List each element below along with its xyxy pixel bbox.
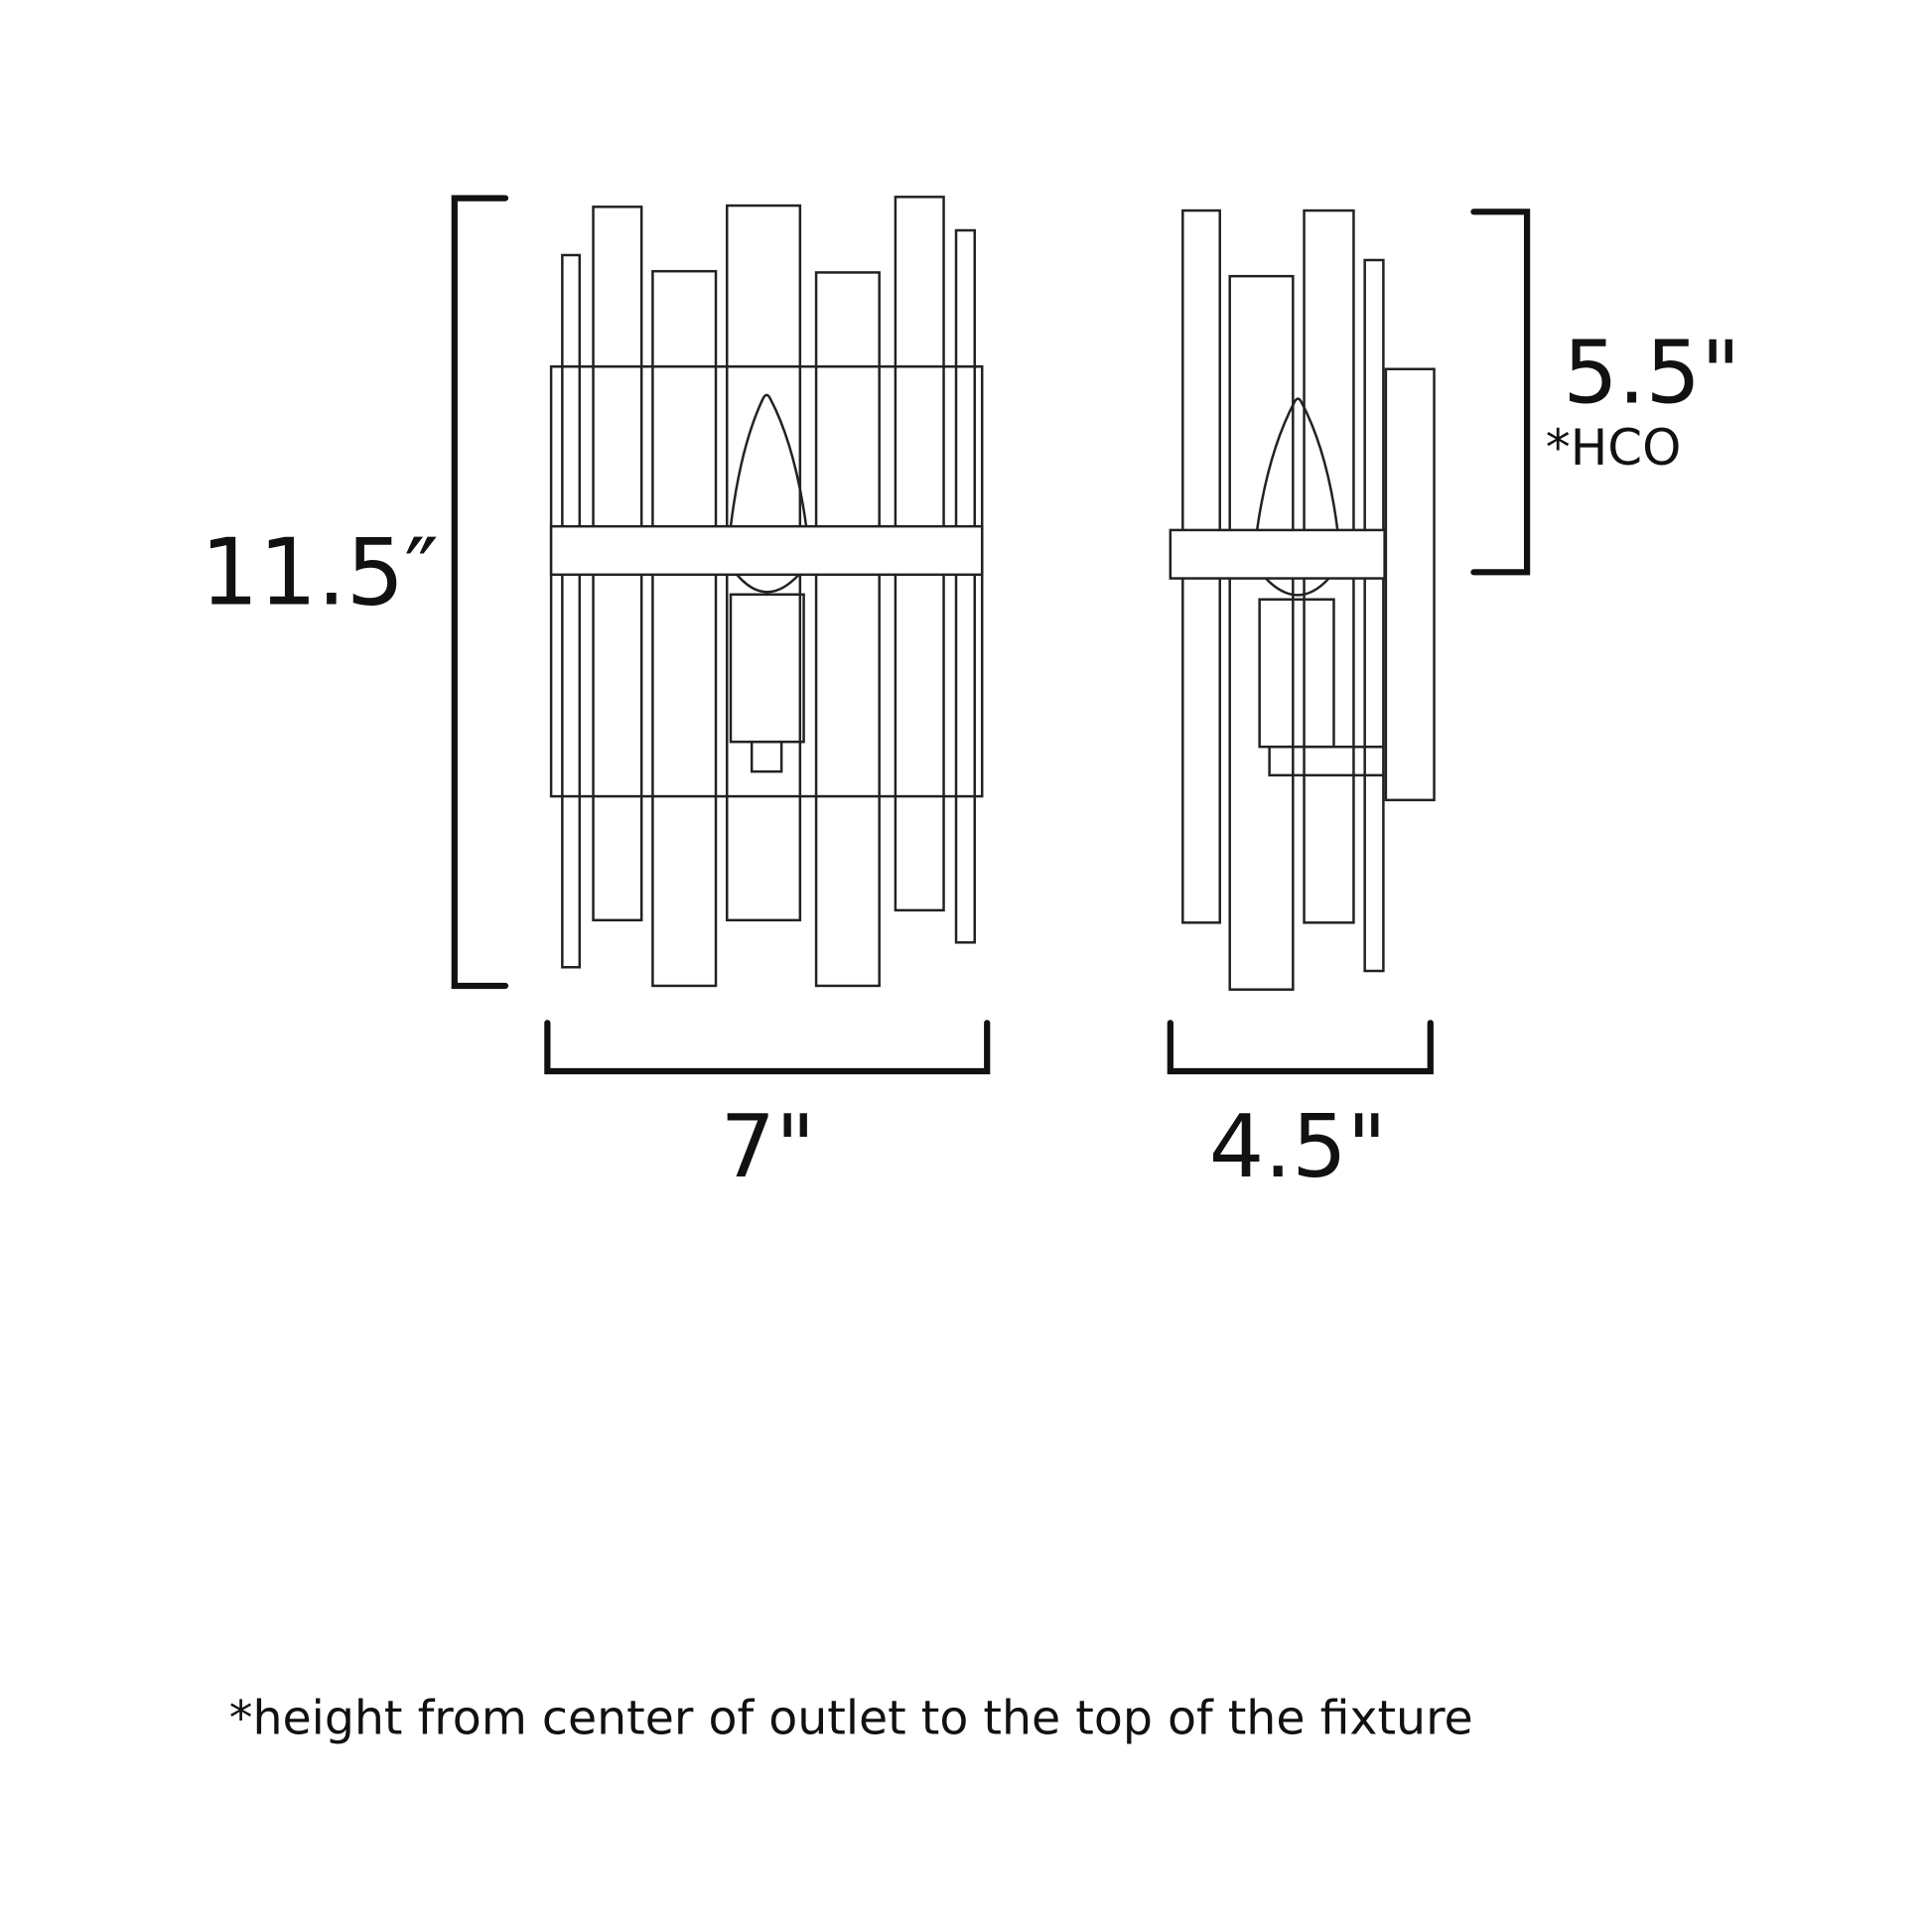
candle-socket [1258,598,1335,749]
bulb-base [1264,577,1330,597]
depth-label: 4.5" [1209,1096,1387,1197]
hco-bracket [1470,208,1531,576]
crossbar [1169,528,1386,580]
crystal-bar [814,271,881,988]
width-bracket [544,1020,991,1075]
crystal-bar [1228,274,1295,991]
footnote: *height from center of outlet to the top… [229,1691,1473,1745]
width-label: 7" [721,1096,816,1197]
bulb-base [736,573,800,594]
height-label: 11.5″ [201,519,439,626]
hco-note: *HCO [1546,419,1682,477]
crystal-bar [1363,258,1385,973]
socket-arm [1268,745,1384,777]
candle-bulb [729,393,808,527]
depth-bracket [1167,1020,1434,1075]
backplate-outline [549,364,984,798]
socket-base [750,740,783,773]
wall-plate [1384,367,1436,802]
crystal-bar [561,253,582,969]
candle-socket [729,593,805,744]
crossbar [549,524,984,577]
height-bracket [451,195,509,990]
candle-bulb [1255,397,1339,531]
hco-label: 5.5" [1563,322,1740,423]
crystal-bar [651,269,718,988]
side-view-fixture [1169,208,1436,991]
front-view-fixture [549,196,984,988]
crystal-bar [954,228,976,944]
